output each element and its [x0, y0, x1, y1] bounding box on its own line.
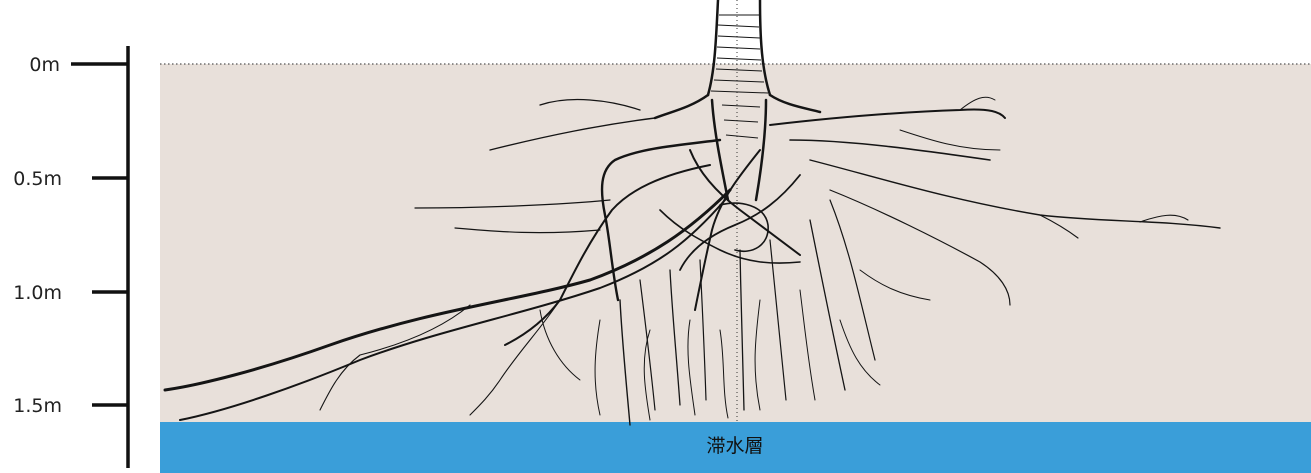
depth-label-0: 0m: [29, 54, 60, 76]
soil-layer: [160, 64, 1311, 422]
depth-scale: 0m 0.5m 1.0m 1.5m: [13, 46, 128, 468]
water-layer-label: 滞水層: [706, 435, 763, 457]
depth-label-2: 1.0m: [13, 282, 62, 304]
depth-label-3: 1.5m: [13, 395, 62, 417]
depth-label-1: 0.5m: [13, 168, 62, 190]
